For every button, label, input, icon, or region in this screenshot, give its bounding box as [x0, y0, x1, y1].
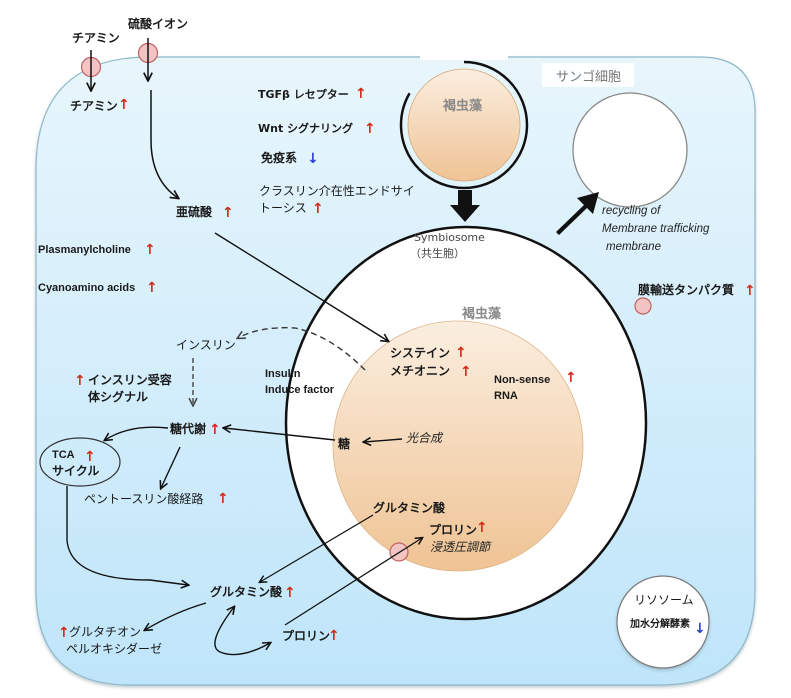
sulfite-label: 亜硫酸: [176, 204, 213, 219]
recycling-label-line2: Membrane trafficking: [602, 223, 710, 235]
cyanoamino-acids-up-icon: ↑: [146, 280, 158, 296]
membrane-transport-up-icon: ↑: [744, 283, 756, 299]
insulin-factor-line1: Insulin: [265, 368, 301, 380]
tca-cycle-ellipse: [39, 437, 121, 487]
insulin-receptor-up-icon: ↑: [74, 373, 86, 389]
pentose-phosphate-label: ペントースリン酸経路: [84, 491, 203, 506]
sulfate-to-sulfite-arrow: [150, 90, 178, 198]
clathrin-label-line1: クラスリン介在性エンドサイ: [259, 184, 415, 198]
recycling-vesicle: [572, 92, 688, 208]
symbiont-glutamate-label: グルタミン酸: [373, 500, 446, 515]
sugar-to-pentose-arrow: [161, 446, 181, 488]
insulin-factor-line2: Induce factor: [265, 384, 335, 396]
cell-label: サンゴ細胞: [556, 69, 621, 85]
nonsense-rna-line1: Non-sense: [494, 374, 550, 386]
insulin-label: インスリン: [176, 338, 236, 352]
engulfing-membrane: [399, 60, 529, 190]
membrane-transport-protein-label: 膜輸送タンパク質: [638, 282, 734, 297]
sugar-export-arrow: [224, 428, 336, 441]
membrane-transport-protein: [634, 297, 652, 315]
tgfb-up-icon: ↑: [355, 86, 367, 102]
tca-up-icon: ↑: [84, 449, 96, 465]
insulin-receptor-line1: インスリン受容: [88, 372, 172, 387]
glutathione-label-line2: ペルオキシダーゼ: [66, 641, 162, 656]
sugar-metabolism-label: 糖代謝: [170, 421, 206, 436]
immune-down-icon: ↓: [307, 151, 319, 167]
immune-system-label: 免疫系: [261, 150, 297, 165]
recycling-label-line3: membrane: [606, 241, 661, 253]
plasmanylcholine-label: Plasmanylcholine: [38, 244, 131, 256]
engulf-arrow-icon: [450, 190, 480, 222]
glutamate-proline-cycle-arrow: [214, 607, 270, 656]
sugar-to-tca-arrow: [105, 426, 169, 440]
cysteine-label: システイン: [390, 346, 450, 360]
plasmanylcholine-up-icon: ↑: [144, 242, 156, 258]
nonsense-rna-up-icon: ↑: [565, 370, 577, 386]
tgfb-receptor-label: TGFβ レセプター: [258, 87, 349, 101]
osmoregulation-label: 浸透圧調節: [430, 540, 492, 554]
nonsense-rna-line2: RNA: [494, 390, 518, 402]
recycling-arrow-icon: [556, 192, 599, 235]
photosynthesis-label: 光合成: [406, 431, 444, 445]
lysosome: [616, 575, 710, 669]
hydrolase-down-icon: ↓: [694, 621, 706, 637]
host-glutamate-label: グルタミン酸: [210, 584, 283, 599]
symbiosome-label-line1: Symbiosome: [414, 231, 485, 244]
host-glutamate-up-icon: ↑: [284, 585, 296, 601]
photosynthesis-arrow: [364, 439, 403, 442]
glutamate-export-arrow: [260, 514, 374, 582]
sulfite-up-icon: ↑: [222, 205, 234, 221]
sulfate-ion-label: 硫酸イオン: [128, 16, 188, 31]
thiamine-inside-label: チアミン: [70, 99, 118, 113]
cysteine-up-icon: ↑: [455, 345, 467, 361]
sugar-metabolism-up-icon: ↑: [209, 422, 221, 438]
tca-label-line1: TCA: [52, 449, 75, 461]
symbiont-proline-label: プロリン: [429, 522, 477, 537]
sugar-label: 糖: [338, 436, 350, 451]
symbiont-label: 褐虫藻: [461, 306, 502, 322]
host-proline-label: プロリン: [282, 628, 330, 643]
clathrin-label-line2: トーシス: [259, 201, 307, 215]
incoming-alga-label: 褐虫藻: [442, 98, 483, 114]
proline-import-arrow: [284, 538, 422, 626]
symbiosome-label-line2: （共生胞）: [410, 246, 465, 260]
glutathione-label-line1: グルタチオン: [69, 625, 141, 639]
sulfite-to-cysteine-arrow: [214, 232, 388, 341]
thiamine-up-icon: ↑: [118, 97, 130, 113]
clathrin-up-icon: ↑: [312, 201, 324, 217]
wnt-signaling-label: Wnt シグナリング: [258, 121, 353, 135]
membrane-opening: [420, 50, 508, 60]
insulin-factor-dashed-arrow: [238, 327, 366, 371]
cyanoamino-acids-label: Cyanoamino acids: [38, 282, 135, 294]
wnt-up-icon: ↑: [364, 121, 376, 137]
host-proline-up-icon: ↑: [328, 628, 340, 644]
incoming-alga: [407, 68, 521, 182]
symbiont-proline-up-icon: ↑: [476, 520, 488, 536]
cell-label-box: [542, 63, 634, 87]
methionine-label: メチオニン: [390, 364, 450, 378]
lysosome-label: リソソーム: [634, 593, 694, 607]
glutamate-to-glutathione-arrow: [145, 602, 207, 630]
symbiont-alga: [332, 320, 584, 572]
recycling-label-line1: recycling of: [602, 205, 662, 217]
thiamine-outside-label: チアミン: [72, 31, 120, 45]
tca-to-glutamate-arrow: [66, 486, 188, 585]
methionine-up-icon: ↑: [460, 364, 472, 380]
insulin-receptor-line2: 体シグナル: [88, 389, 148, 404]
pentose-up-icon: ↑: [217, 491, 229, 507]
hydrolase-label: 加水分解酵素: [629, 617, 690, 630]
glutathione-up-icon: ↑: [58, 625, 70, 641]
tca-label-line2: サイクル: [52, 464, 99, 478]
